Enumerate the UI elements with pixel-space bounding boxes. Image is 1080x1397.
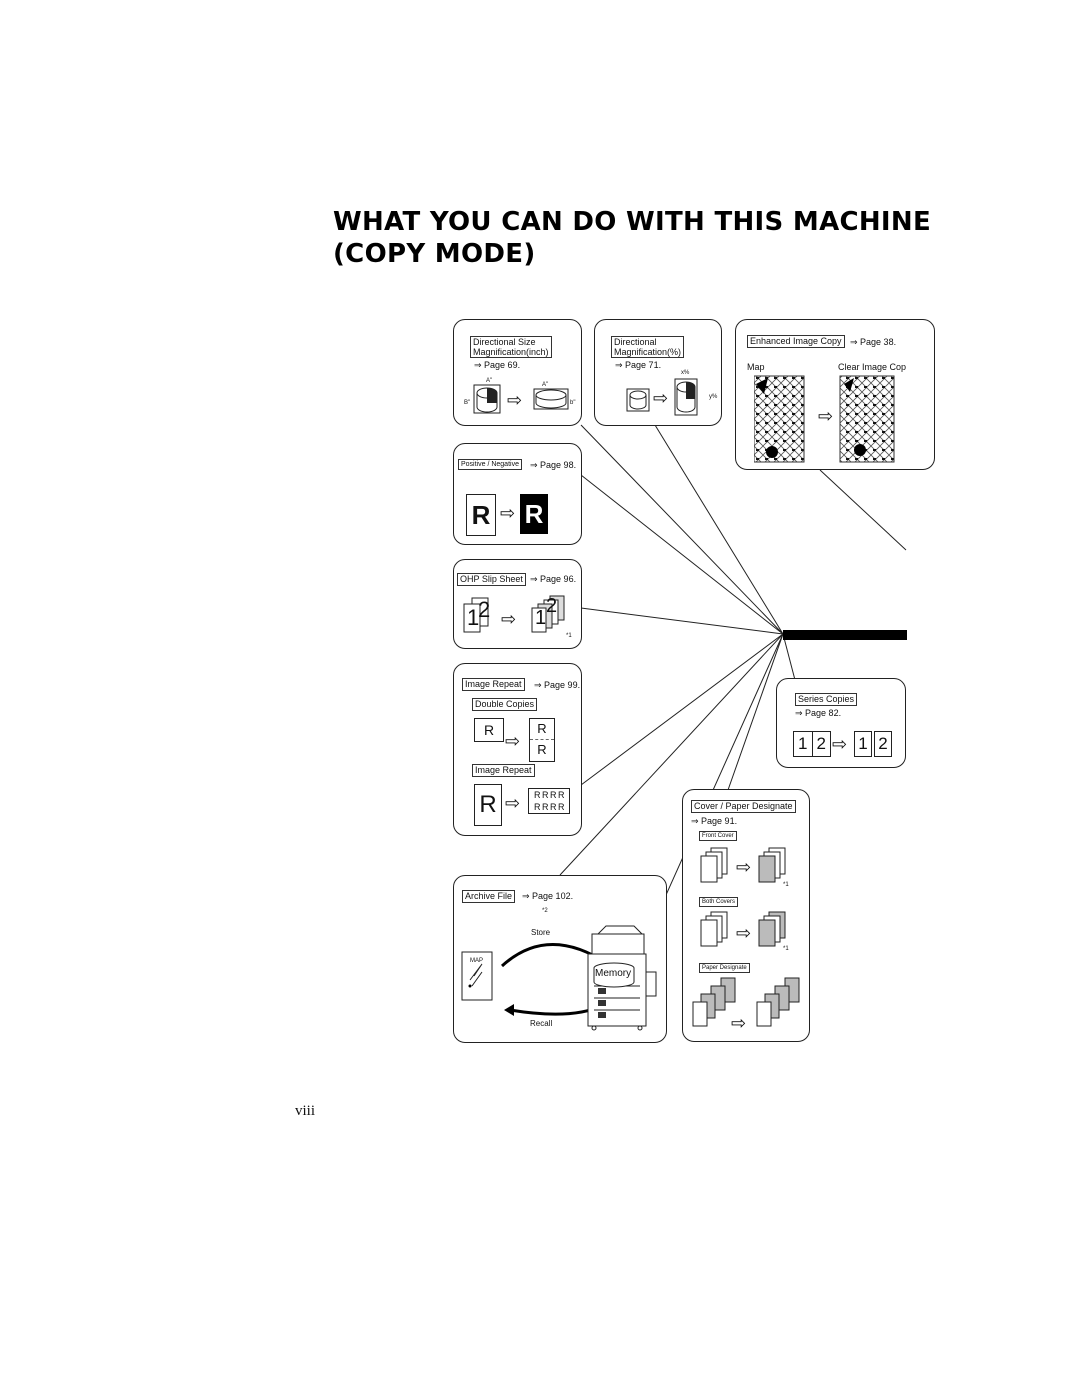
repeat-grid: R R R R R R R R [528, 788, 570, 814]
page-reference: ⇒ Page 91. [691, 816, 738, 826]
arrow-icon: ⇨ [736, 857, 752, 877]
sub-label-image-repeat: Image Repeat [472, 764, 535, 777]
arrow-icon: ⇨ [832, 734, 848, 754]
arrow-icon: ⇨ [736, 923, 752, 943]
positive-letter: R [466, 494, 496, 536]
feature-ohp-slip-sheet: OHP Slip Sheet ⇒ Page 96. 1 2 1 2 ⇨ *1 [453, 559, 582, 649]
feature-image-repeat: Image Repeat ⇒ Page 99. Double Copies R … [453, 663, 582, 836]
feature-label: Cover / Paper Designate [691, 800, 796, 813]
arrow-icon: ⇨ [501, 609, 517, 629]
memory-label: Memory [595, 968, 632, 979]
arrow-icon: ⇨ [505, 731, 521, 751]
page-reference: ⇒ Page 99. [534, 680, 581, 690]
map-images-figure [754, 375, 895, 463]
page-title-line-1: WHAT YOU CAN DO WITH THIS MACHINE [333, 207, 932, 237]
cylinder-stretch-figure [626, 378, 698, 416]
front-cover-figure [700, 847, 786, 883]
double-copy-page: R R [529, 718, 555, 762]
arrow-icon: ⇨ [818, 406, 834, 426]
negative-letter: R [520, 494, 548, 534]
feature-enhanced-image-copy: Enhanced Image Copy ⇒ Page 38. Map Clear… [735, 319, 935, 470]
feature-series-copies: Series Copies ⇒ Page 82. 1 2 ⇨ 1 2 [776, 678, 906, 768]
page-title-line-2: (COPY MODE) [333, 239, 536, 269]
both-covers-figure [700, 911, 786, 947]
arrow-icon: ⇨ [507, 390, 523, 410]
repeat-source-letter: R [474, 784, 502, 826]
page-reference: ⇒ Page 102. [522, 891, 574, 901]
series-copy-2: 2 [874, 731, 892, 757]
feature-archive-file: Archive File ⇒ Page 102. *2 Store Recall… [453, 875, 667, 1043]
store-label: Store [531, 928, 551, 937]
map-label: MAP [470, 958, 484, 964]
caption-clear-image: Clear Image Cop [838, 362, 907, 372]
sub-label-both-covers: Both Covers [699, 897, 739, 907]
archive-figure [461, 925, 657, 1031]
feature-label: Image Repeat [462, 678, 525, 691]
ohp-copy-digit-1: 1 [535, 607, 547, 629]
arrow-icon: ⇨ [653, 388, 669, 408]
page-reference: ⇒ Page 82. [795, 708, 842, 718]
caption-map: Map [747, 362, 765, 372]
arrow-icon: ⇨ [731, 1013, 747, 1033]
page-reference: ⇒ Page 38. [850, 337, 897, 347]
ohp-sheets-figure [463, 595, 565, 633]
feature-label: Series Copies [795, 693, 858, 706]
page-reference: ⇒ Page 98. [530, 460, 577, 470]
feature-directional-magnification-percent: Directional Magnification(%) ⇒ Page 71. … [594, 319, 722, 426]
feature-label: Directional Magnification(%) [611, 336, 685, 358]
series-copy-1: 1 [854, 731, 872, 757]
page-reference: ⇒ Page 96. [530, 574, 577, 584]
ohp-digit-1: 1 [467, 605, 480, 630]
feature-label: Archive File [462, 890, 516, 903]
ohp-digit-2: 2 [478, 597, 491, 622]
arrow-icon: ⇨ [505, 793, 521, 813]
sub-label-double-copies: Double Copies [472, 698, 538, 711]
page-number: viii [295, 1103, 316, 1119]
feature-directional-size-magnification: Directional Size Magnification(inch) ⇒ P… [453, 319, 582, 426]
hub-bar [783, 630, 907, 640]
cylinder-resize-figure [473, 384, 569, 414]
feature-label: OHP Slip Sheet [457, 573, 526, 586]
feature-label: Enhanced Image Copy [747, 335, 845, 348]
page-title: WHAT YOU CAN DO WITH THIS MACHINE (COPY … [333, 206, 931, 270]
original-letter: R [474, 718, 504, 742]
feature-positive-negative: Positive / Negative ⇒ Page 98. R ⇨ R [453, 443, 582, 545]
feature-label: Directional Size Magnification(inch) [470, 336, 552, 358]
series-original: 1 2 [793, 731, 831, 757]
feature-label: Positive / Negative [458, 459, 522, 470]
arrow-icon: ⇨ [500, 503, 516, 523]
recall-label: Recall [530, 1019, 553, 1028]
page-reference: ⇒ Page 69. [474, 360, 521, 370]
page-reference: ⇒ Page 71. [615, 360, 662, 370]
sub-label-front-cover: Front Cover [699, 831, 737, 841]
paper-designate-figure [692, 977, 800, 1027]
ohp-copy-digit-2: 2 [546, 595, 558, 617]
feature-cover-paper-designate: Cover / Paper Designate ⇒ Page 91. Front… [682, 789, 810, 1042]
sub-label-paper-designate: Paper Designate [699, 963, 750, 973]
